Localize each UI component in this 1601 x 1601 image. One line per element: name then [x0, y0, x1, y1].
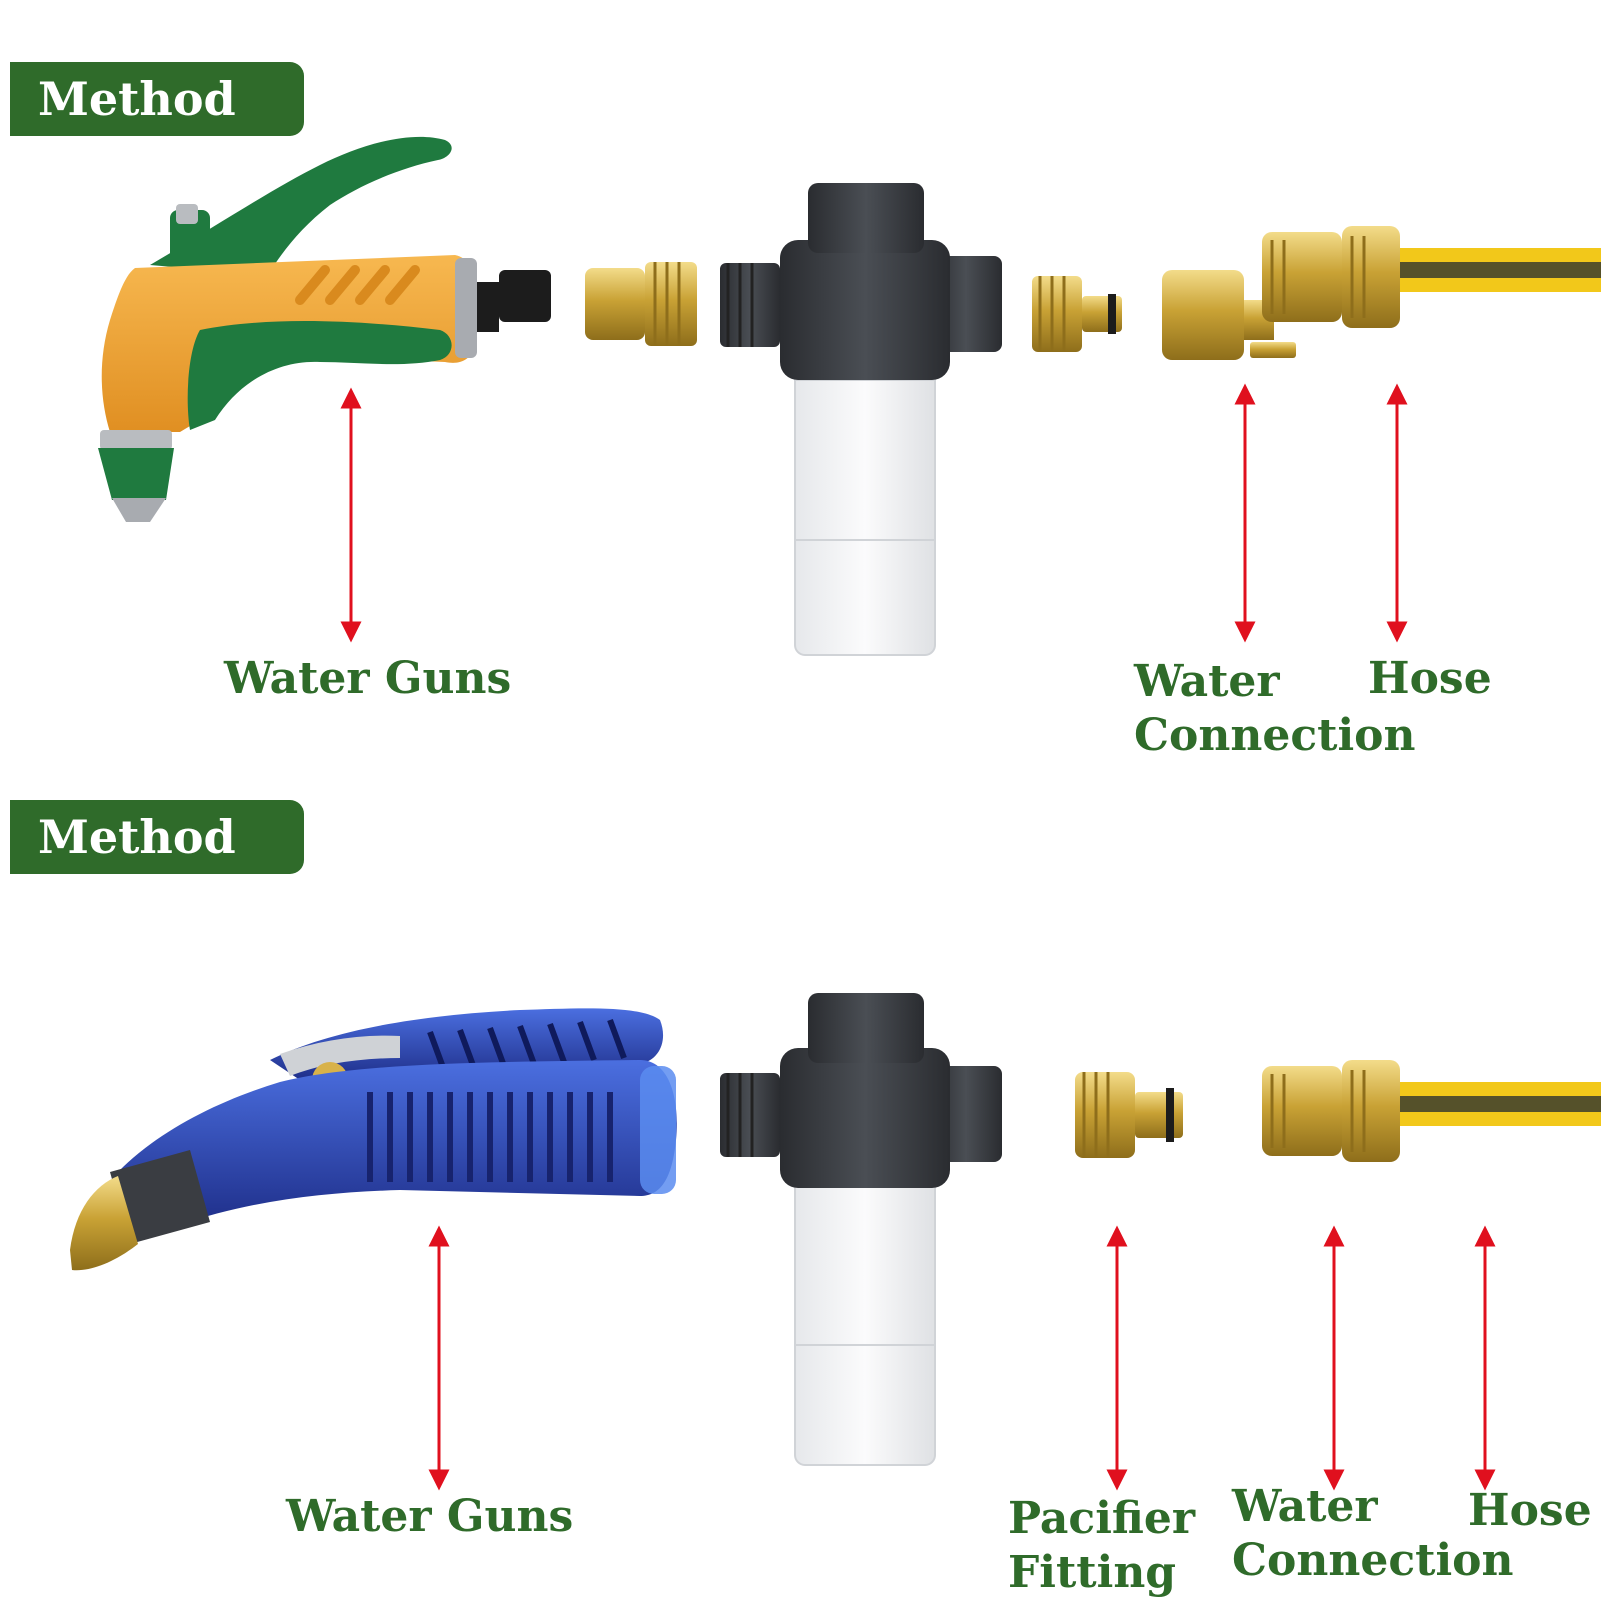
method1-spray-gun-icon	[98, 136, 551, 522]
method1-quick-connector-male-icon	[1032, 276, 1122, 352]
method2-pacifier-fitting-label-line2: Fitting	[1008, 1547, 1177, 1598]
method2-pacifier-fitting-label-line1: Pacifier	[1008, 1493, 1196, 1544]
method1-water-guns-label: Water Guns	[224, 653, 512, 704]
method2-water-connection-label-line1: Water	[1232, 1481, 1378, 1532]
method2-water-connection-label-line2: Connection	[1232, 1535, 1514, 1586]
method1-water-connection-icon	[1162, 270, 1296, 360]
method1-title: Method 1	[10, 62, 304, 200]
method1-foam-bottle-icon	[720, 183, 1002, 656]
method2-title: Method 2	[10, 800, 304, 938]
method1-hose-icon	[1262, 226, 1601, 328]
method2-foam-bottle-icon	[720, 993, 1002, 1466]
method2-hose-label: Hose	[1468, 1485, 1592, 1536]
method2-spray-gun-icon	[70, 1008, 677, 1271]
method1-hose-label: Hose	[1368, 653, 1492, 704]
method1-brass-coupler-icon	[585, 262, 697, 346]
method1-water-connection-label-line2: Connection	[1134, 710, 1416, 761]
method2-water-guns-label: Water Guns	[286, 1491, 574, 1542]
method1-water-connection-label-line1: Water	[1134, 656, 1280, 707]
method2-pacifier-fitting-icon	[1075, 1072, 1183, 1158]
method2-hose-icon	[1262, 1060, 1601, 1162]
